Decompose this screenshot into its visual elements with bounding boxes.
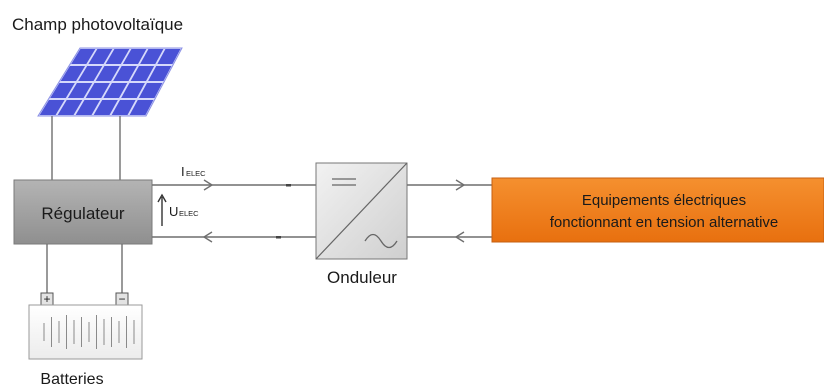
inverter-box: [315, 162, 408, 260]
battery-plus-terminal: +: [40, 292, 54, 306]
solar-cell: [122, 49, 147, 64]
solar-cell: [57, 100, 83, 115]
ac-wires: [407, 179, 492, 243]
solar-cell: [140, 49, 164, 64]
pv-field-label: Champ photovoltaïque: [12, 15, 183, 34]
solar-cell: [88, 49, 113, 64]
batteries-label: Batteries: [40, 371, 103, 388]
solar-cell: [67, 83, 93, 98]
equipment-box: Equipements électriques fonctionnant en …: [491, 177, 824, 243]
solar-cell: [148, 66, 172, 81]
voltage-label: U ELEC: [169, 204, 199, 219]
solar-cell: [93, 100, 118, 115]
voltage-symbol: U: [169, 204, 178, 219]
equipment-label-line1: Equipements électriques: [582, 192, 746, 209]
solar-cell: [75, 100, 101, 115]
current-label: I ELEC: [181, 164, 206, 179]
solar-cell: [78, 66, 103, 81]
battery-plus-label: +: [43, 292, 50, 306]
inverter-label: Onduleur: [327, 268, 397, 287]
solar-cell: [95, 66, 120, 81]
solar-cell: [71, 49, 96, 64]
equipment-label-line2: fonctionnant en tension alternative: [550, 214, 779, 231]
solar-panel-icon: [37, 47, 183, 117]
solar-cell: [60, 66, 86, 81]
battery-minus-terminal: −: [115, 292, 129, 306]
solar-cell: [50, 83, 75, 98]
battery-icon: [28, 304, 143, 360]
current-symbol: I: [181, 164, 185, 179]
ac-symbol-icon: [364, 233, 398, 249]
wire-tick-marks: [276, 184, 291, 239]
current-subscript: ELEC: [186, 169, 206, 178]
solar-cell: [113, 66, 137, 81]
regulator-box: Régulateur: [13, 179, 153, 245]
solar-cell: [39, 100, 65, 115]
solar-cell: [121, 83, 145, 98]
solar-cell: [85, 83, 110, 98]
solar-cell: [111, 100, 136, 115]
solar-cell: [130, 66, 155, 81]
voltage-subscript: ELEC: [179, 209, 199, 218]
battery-minus-label: −: [118, 292, 125, 306]
solar-cell: [103, 83, 128, 98]
pv-regulator-wires: [51, 116, 121, 180]
solar-cell: [138, 83, 163, 98]
dc-symbol-icon: [332, 178, 356, 186]
regulator-label: Régulateur: [41, 204, 125, 223]
solar-cell: [105, 49, 130, 64]
solar-cell: [129, 100, 154, 115]
solar-cell: [157, 49, 181, 64]
regulator-battery-wires: [46, 244, 123, 294]
voltage-arrow-icon: [157, 193, 167, 226]
